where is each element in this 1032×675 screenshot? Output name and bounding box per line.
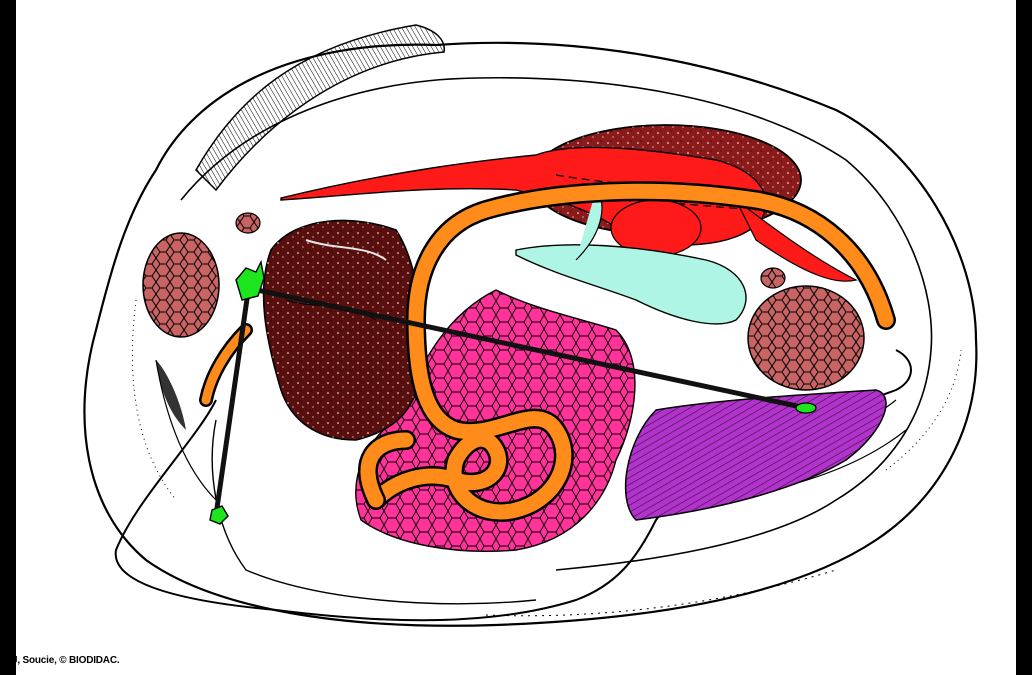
visceral-ganglion <box>796 403 816 413</box>
image-credit: J, Soucie, © BIODIDAC. <box>12 655 119 666</box>
diagram-canvas <box>16 0 1016 675</box>
clam-anatomy-illustration <box>16 0 1016 675</box>
